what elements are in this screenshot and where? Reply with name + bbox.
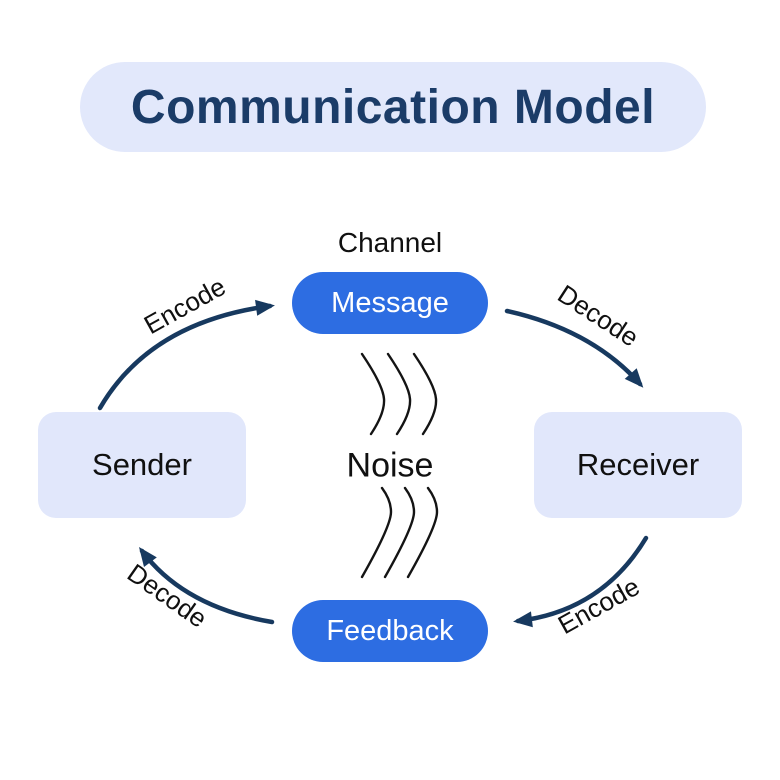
node-receiver: Receiver [534, 412, 742, 518]
noise-label: Noise [346, 446, 434, 485]
arrow-message-to-receiver [504, 308, 644, 388]
node-receiver-label: Receiver [576, 447, 700, 482]
node-sender: Sender [38, 412, 246, 518]
node-message: Message [292, 272, 488, 334]
arrow-sender-to-message [97, 299, 275, 411]
node-feedback-label: Feedback [326, 614, 454, 647]
channel-label: Channel [337, 227, 443, 258]
node-message-label: Message [331, 286, 449, 319]
node-feedback: Feedback [292, 600, 488, 662]
arrow-receiver-to-feedback [513, 535, 649, 628]
noise-marks-top-icon [360, 352, 438, 436]
noise-marks-bottom-icon [360, 486, 439, 579]
title-banner: Communication Model [80, 62, 706, 152]
node-sender-label: Sender [92, 447, 192, 482]
arrow-feedback-to-sender [138, 547, 275, 625]
page-title: Communication Model [130, 80, 656, 134]
